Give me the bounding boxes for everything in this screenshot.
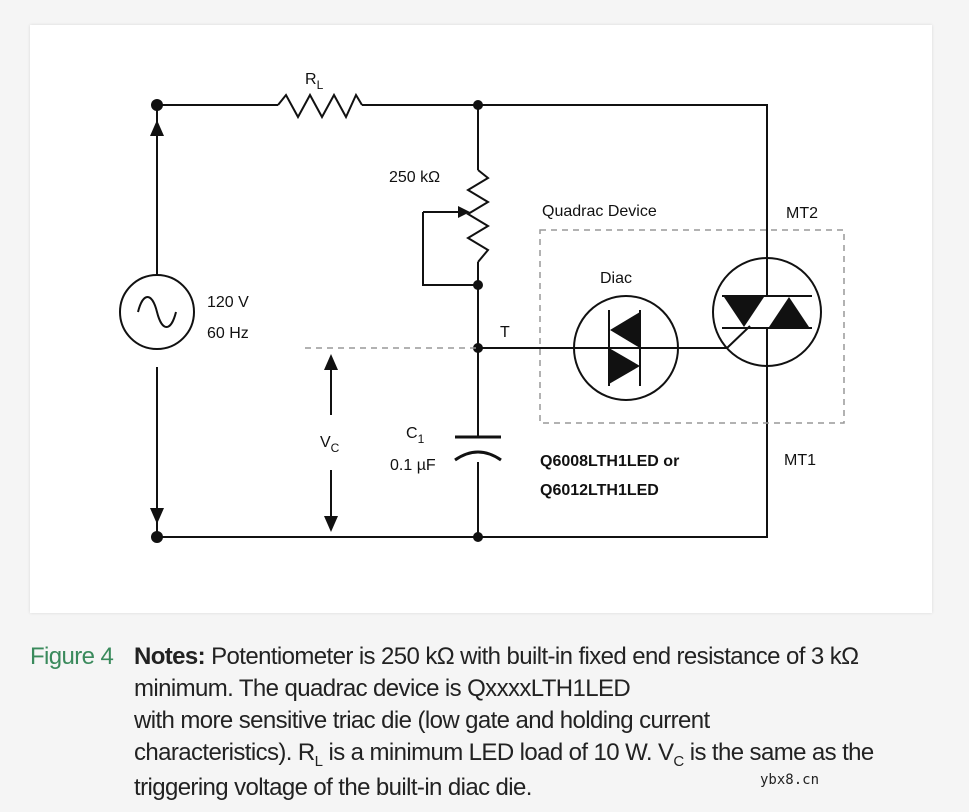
mt1-label: MT1: [784, 452, 816, 469]
figure-number: Figure 4: [30, 643, 114, 670]
caption-sub-l: L: [314, 753, 323, 770]
caption-text-1: Potentiometer is 250 kΩ with built-in fi…: [205, 643, 859, 670]
wire-wiper-loop: [422, 212, 478, 286]
caption-line-4: characteristics). RL is a minimum LED lo…: [134, 737, 954, 772]
wires: [156, 104, 768, 538]
terminal-t-label: T: [500, 324, 510, 341]
quadrac-label: Quadrac Device: [542, 203, 657, 220]
junctions: [151, 99, 483, 543]
vc-arrow-up-icon: [324, 354, 338, 370]
mt2-label: MT2: [786, 205, 818, 222]
load-resistor: [277, 92, 363, 120]
junction-top: [473, 100, 483, 110]
potentiometer: [466, 169, 490, 263]
junction-wiper: [473, 280, 483, 290]
junction-trigger: [473, 343, 483, 353]
wiper-arrow-icon: [458, 206, 470, 218]
caption-line-2: minimum. The quadrac device is QxxxxLTH1…: [134, 675, 631, 702]
c1-label: C1: [406, 425, 425, 446]
diac-label: Diac: [600, 270, 632, 287]
capacitor-plate-bottom: [454, 450, 502, 462]
triac-triangle-down-icon: [724, 297, 764, 327]
caption-text-4a: characteristics). R: [134, 739, 315, 766]
junction-bottom: [473, 532, 483, 542]
triac-gate: [726, 325, 751, 349]
c1-value-label: 0.1 µF: [390, 457, 436, 474]
watermark: ybx8.cn: [760, 772, 820, 788]
caption-line-3: with more sensitive triac die (low gate …: [134, 707, 710, 734]
triac-triangle-up-icon: [769, 297, 809, 327]
caption-text-4c: is the same as the: [683, 739, 875, 766]
caption-text-4b: is a minimum LED load of 10 W. V: [322, 739, 674, 766]
quadrac-device-box: [539, 229, 845, 424]
terminal-top: [151, 99, 163, 111]
part-number-2: Q6012LTH1LED: [540, 482, 659, 499]
terminal-bottom: [151, 531, 163, 543]
vc-label: VC: [320, 434, 340, 455]
source-frequency-label: 60 Hz: [207, 325, 249, 342]
source-arrow-down-icon: [150, 508, 164, 524]
sine-wave-icon: [137, 296, 177, 328]
rl-label: RL: [305, 71, 324, 92]
source-arrow-up-icon: [150, 120, 164, 136]
notes-label: Notes:: [134, 643, 206, 670]
diac-triangle-down-icon: [609, 348, 640, 384]
caption-sub-c: C: [673, 753, 684, 770]
wire-bottom: [157, 362, 768, 538]
wire-top-right: [362, 104, 768, 262]
caption-line-5: triggering voltage of the built-in diac …: [134, 774, 532, 801]
pot-label: 250 kΩ: [389, 169, 440, 186]
circuit-schematic: RL 250 kΩ 120 V 60 Hz T VC C1 0.1 µF Qua…: [119, 71, 845, 543]
part-number-1: Q6008LTH1LED or: [540, 453, 679, 470]
caption-line-1: Notes: Potentiometer is 250 kΩ with buil…: [134, 641, 954, 673]
source-voltage-label: 120 V: [207, 294, 249, 311]
diac-triangle-up-icon: [610, 312, 640, 348]
vc-arrow-down-icon: [324, 516, 338, 532]
caption-body: Notes: Potentiometer is 250 kΩ with buil…: [134, 641, 954, 804]
